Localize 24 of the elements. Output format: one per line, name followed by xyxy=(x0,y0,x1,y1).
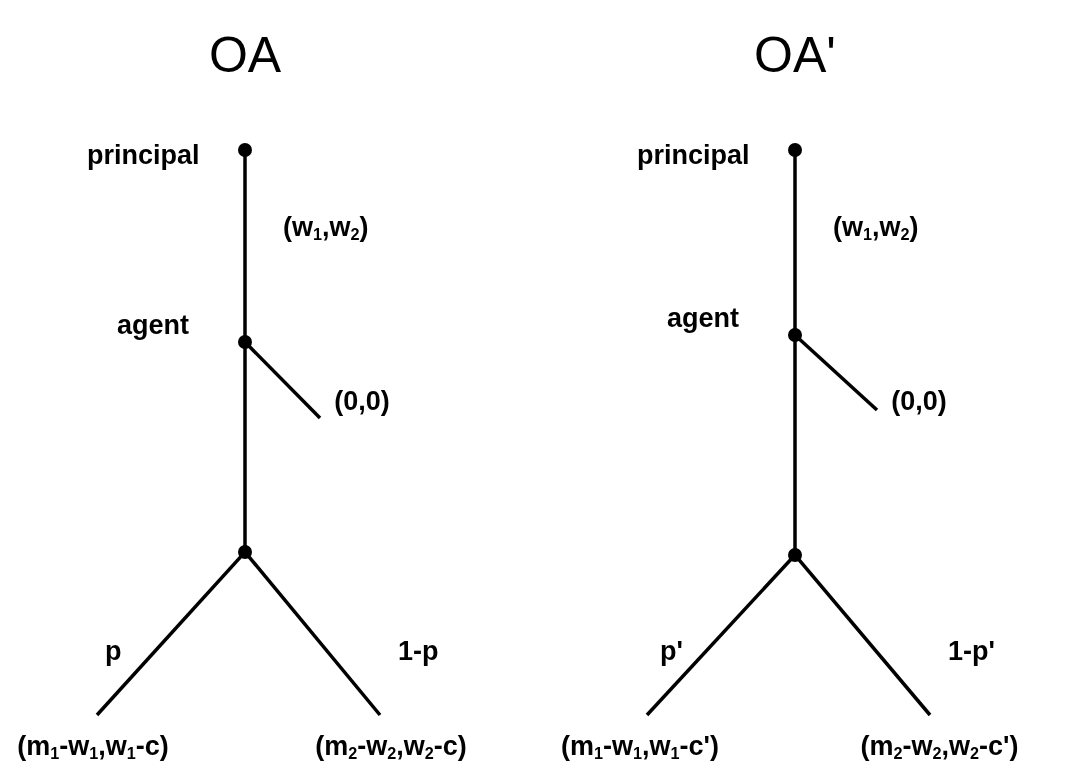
player-label: principal xyxy=(637,142,750,169)
edge-label: 1-p xyxy=(398,638,439,665)
player-label: principal xyxy=(87,142,200,169)
payoff-label: (0,0) xyxy=(890,385,948,415)
payoff-label: (m$_{2}$-w$_{2}$,w$_{2}$-c) xyxy=(314,730,468,762)
edge-label: 1-p' xyxy=(948,638,995,665)
player-label: agent xyxy=(117,312,189,339)
edge-label: (w$_{1}$,w$_{2}$) xyxy=(283,214,369,243)
node-dot xyxy=(238,545,252,559)
edge-label: p xyxy=(105,638,122,665)
node-dot xyxy=(238,335,252,349)
edge-label: p' xyxy=(660,638,683,665)
payoff-label: (m$_{1}$-w$_{1}$,w$_{1}$-c) xyxy=(16,730,170,762)
payoff-label: (0,0) xyxy=(333,385,391,415)
player-label: agent xyxy=(667,305,739,332)
node-dot xyxy=(788,548,802,562)
payoff-label: (m$_{2}$-w$_{2}$,w$_{2}$-c') xyxy=(859,730,1020,762)
edge-label: (w$_{1}$,w$_{2}$) xyxy=(833,214,919,243)
node-dot xyxy=(788,328,802,342)
node-dot xyxy=(788,143,802,157)
tree-title: OA xyxy=(208,30,282,80)
tree-title: OA' xyxy=(754,30,836,80)
node-dot xyxy=(238,143,252,157)
payoff-label: (m$_{1}$-w$_{1}$,w$_{1}$-c') xyxy=(560,730,720,762)
